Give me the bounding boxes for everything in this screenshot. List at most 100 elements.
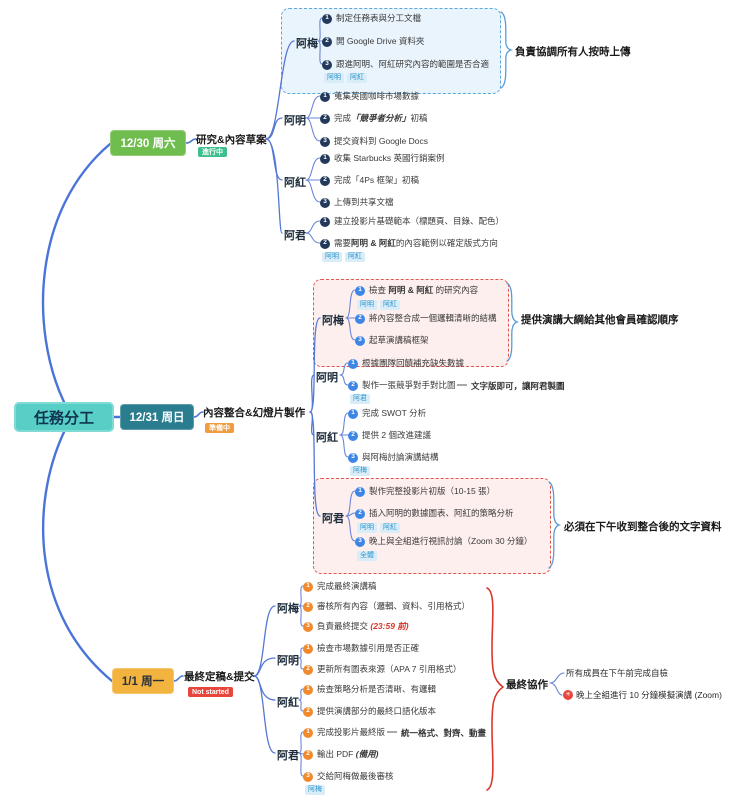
task-item[interactable]: 1 完成 SWOT 分析 <box>348 408 426 419</box>
task-item[interactable]: 2 製作一張競爭對手對比圖 <box>348 380 456 391</box>
assignee-tags: 阿明 阿紅 <box>324 73 367 84</box>
person-day2-aming[interactable]: 阿明 <box>316 372 338 384</box>
summary-note-day3-collab[interactable]: 最終協作 <box>506 679 548 691</box>
date-node-1230[interactable]: 12/30 周六 <box>110 130 186 156</box>
task-number-badge: 2 <box>320 175 330 186</box>
person-day3-aming[interactable]: 阿明 <box>277 655 299 667</box>
person-day1-ajun[interactable]: 阿君 <box>284 230 306 242</box>
person-day2-ahong[interactable]: 阿紅 <box>316 432 338 444</box>
red-summary-brace <box>486 587 505 791</box>
task-number-badge: 1 <box>348 358 358 369</box>
task-number-badge: 3 <box>320 136 330 147</box>
task-item[interactable]: 3 負責最終提交 (23:59 前) <box>303 621 409 632</box>
assignee-tag[interactable]: 阿君 <box>350 394 370 405</box>
task-item[interactable]: 1 檢查 阿明 & 阿紅 的研究內容 <box>355 285 478 296</box>
task-item[interactable]: 2 插入阿明的數據圖表、阿紅的策略分析 <box>355 508 514 519</box>
task-item[interactable]: 2 更新所有圖表來源（APA 7 引用格式） <box>303 664 461 675</box>
assignee-tags: 阿梅 <box>305 785 325 796</box>
task-item[interactable]: 2 輸出 PDF (備用) <box>303 749 378 760</box>
assignee-tags: 阿明 阿紅 <box>357 523 400 534</box>
assignee-tag[interactable]: 阿梅 <box>350 466 370 477</box>
subnote-day2-aming[interactable]: 文字版即可，讓阿君製圖 <box>471 381 565 391</box>
task-number-badge: 3 <box>355 536 365 547</box>
summary-note-day2-ajun[interactable]: 必須在下午收到整合後的文字資料 <box>564 521 722 533</box>
task-item[interactable]: 2 開 Google Drive 資料夾 <box>322 36 424 47</box>
person-day3-ajun[interactable]: 阿君 <box>277 750 299 762</box>
task-item[interactable]: 3 跟進阿明、阿紅研究內容的範圍是否合適 <box>322 59 489 70</box>
task-item[interactable]: 1 檢查市場數據引用是否正確 <box>303 643 419 654</box>
assignee-tags: 阿君 <box>350 394 370 405</box>
person-day1-aming[interactable]: 阿明 <box>284 115 306 127</box>
person-day2-amei[interactable]: 阿梅 <box>322 315 344 327</box>
task-item[interactable]: 3 起草演講稿框架 <box>355 335 429 346</box>
task-number-badge: 1 <box>355 486 365 497</box>
person-to-task-lines <box>298 17 565 777</box>
status-badge-day1[interactable]: 進行中 <box>198 147 227 157</box>
status-badge-day2[interactable]: 準備中 <box>205 423 234 433</box>
assignee-tag[interactable]: 阿紅 <box>380 523 400 534</box>
person-day1-ahong[interactable]: 阿紅 <box>284 177 306 189</box>
task-item[interactable]: 1 收集 Starbucks 英國行銷案例 <box>320 153 445 164</box>
task-item[interactable]: 3 提交資料到 Google Docs <box>320 136 428 147</box>
date-node-1231[interactable]: 12/31 周日 <box>120 404 194 430</box>
task-item[interactable]: 2 完成「4Ps 框架」初稿 <box>320 175 419 186</box>
topic-day2[interactable]: 內容整合&幻燈片製作 <box>203 407 306 419</box>
root-node[interactable]: 任務分工 <box>14 402 114 432</box>
task-number-badge: 2 <box>303 706 313 717</box>
collab-item[interactable]: 所有成員在下午前完成自檢 <box>566 668 669 678</box>
task-item[interactable]: 1 根據團隊回饋補充缺失數據 <box>348 358 464 369</box>
task-item[interactable]: 1 蒐集英國咖啡市場數據 <box>320 91 419 102</box>
task-item[interactable]: 3 與阿梅討論演講結構 <box>348 452 439 463</box>
task-item[interactable]: 2 需要阿明 & 阿紅的內容範例以確定版式方向 <box>320 238 498 249</box>
task-number-badge: 1 <box>320 216 330 227</box>
task-item[interactable]: 1 制定任務表與分工文檔 <box>322 13 421 24</box>
task-number-badge: 1 <box>303 684 313 695</box>
task-item[interactable]: 2 提供 2 個改進建議 <box>348 430 431 441</box>
task-number-badge: 2 <box>303 664 313 675</box>
assignee-tag[interactable]: 阿明 <box>322 252 342 263</box>
assignee-tag[interactable]: 全體 <box>357 551 377 562</box>
person-day3-amei[interactable]: 阿梅 <box>277 603 299 615</box>
subnote-day3-ajun[interactable]: 統一格式、對齊、動畫 <box>401 728 487 738</box>
task-number-badge: 2 <box>348 430 358 441</box>
task-item[interactable]: 1 完成投影片最終版 <box>303 727 385 738</box>
topic-day3[interactable]: 最終定稿&提交 <box>184 671 255 683</box>
task-item[interactable]: 1 檢查策略分析是否清晰、有邏輯 <box>303 684 436 695</box>
date-node-0101[interactable]: 1/1 周一 <box>112 668 174 694</box>
topic-day1[interactable]: 研究&內容草案 <box>196 134 267 146</box>
task-item[interactable]: 1 完成最終演講稿 <box>303 581 377 592</box>
status-badge-day3[interactable]: Not started <box>188 687 233 697</box>
task-number-badge: 2 <box>355 313 365 324</box>
task-item[interactable]: 1 建立投影片基礎範本（標題頁、目錄、配色） <box>320 216 504 227</box>
task-number-badge: 3 <box>320 197 330 208</box>
task-number-badge: 3 <box>303 771 313 782</box>
task-item[interactable]: 1 製作完整投影片初版（10-15 張） <box>355 486 495 497</box>
assignee-tag[interactable]: 阿梅 <box>305 785 325 796</box>
summary-note-day1[interactable]: 負責協調所有人按時上傳 <box>515 46 631 58</box>
task-item[interactable]: 2 提供演講部分的最終口語化版本 <box>303 706 436 717</box>
person-day2-ajun[interactable]: 阿君 <box>322 513 344 525</box>
task-item[interactable]: 2 完成「競爭者分析」初稿 <box>320 113 428 124</box>
assignee-tag[interactable]: 阿明 <box>357 523 377 534</box>
task-item[interactable]: 3 晚上與全組進行視訊討論（Zoom 30 分鐘） <box>355 536 532 547</box>
assignee-tag[interactable]: 阿紅 <box>345 252 365 263</box>
task-item[interactable]: 3 交給阿梅做最後審核 <box>303 771 394 782</box>
task-item[interactable]: 3 上傳到共享文檔 <box>320 197 394 208</box>
summary-note-day2-amei[interactable]: 提供演講大綱給其他會員確認順序 <box>521 314 679 326</box>
task-number-badge: 1 <box>303 643 313 654</box>
assignee-tag[interactable]: 阿紅 <box>347 73 367 84</box>
assignee-tag[interactable]: 阿明 <box>357 300 377 311</box>
collab-item[interactable]: ✳ 晚上全組進行 10 分鐘模擬演講 (Zoom) <box>563 689 722 701</box>
assignee-tags: 全體 <box>357 551 377 562</box>
assignee-tag[interactable]: 阿紅 <box>380 300 400 311</box>
task-item[interactable]: 2 將內容整合成一個邏輯清晰的結構 <box>355 313 497 324</box>
task-number-badge: 2 <box>320 113 330 124</box>
assignee-tags: 阿梅 <box>350 466 370 477</box>
task-item[interactable]: 2 審核所有內容（邏輯、資料、引用格式） <box>303 601 470 612</box>
task-number-badge: 2 <box>322 36 332 47</box>
person-day3-ahong[interactable]: 阿紅 <box>277 697 299 709</box>
task-number-badge: 1 <box>320 91 330 102</box>
task-number-badge: 3 <box>355 335 365 346</box>
person-day1-amei[interactable]: 阿梅 <box>296 38 318 50</box>
assignee-tag[interactable]: 阿明 <box>324 73 344 84</box>
